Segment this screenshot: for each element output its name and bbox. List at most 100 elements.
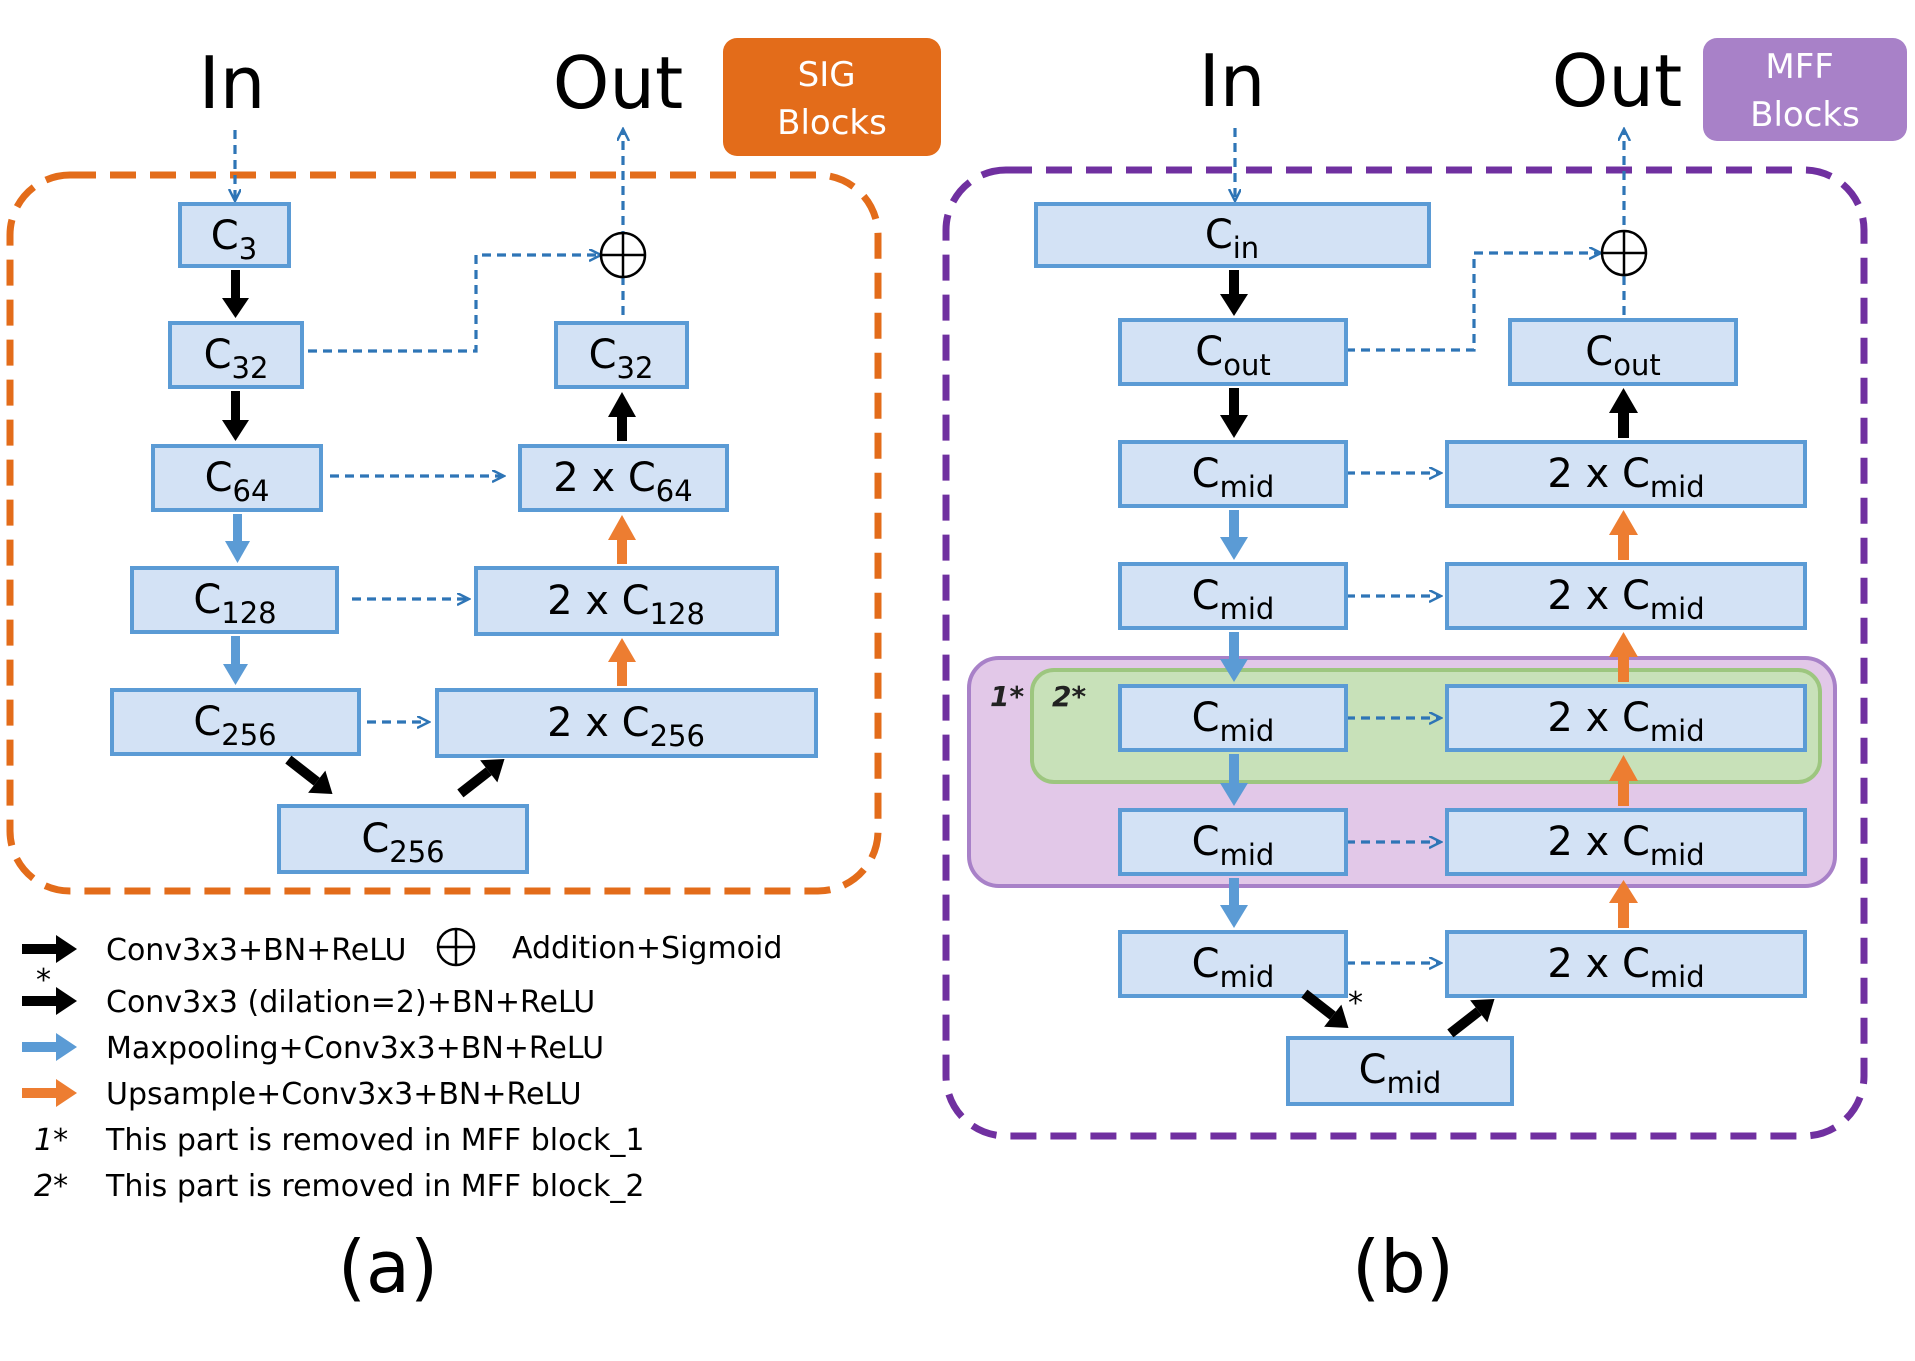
svg-text:MFF Blocks: MFF Blocks — [1750, 47, 1860, 135]
panel-b-in-label: In — [1199, 39, 1266, 123]
node-cout-left — [1118, 318, 1348, 386]
panel-b-caption: (b) — [1352, 1225, 1454, 1309]
label-c32-left: C32 — [204, 332, 269, 385]
arrow-r1-cout — [1609, 388, 1638, 438]
sig-blocks-tag — [723, 38, 941, 156]
label-2xcmid-r4: 2 x Cmid — [1547, 819, 1704, 872]
group-2-label: 2* — [1052, 680, 1086, 713]
node-cmid-l5 — [1118, 930, 1348, 998]
node-2xc256 — [435, 688, 818, 758]
arrow-c128-c256 — [223, 636, 248, 685]
label-cmid-l1: Cmid — [1192, 451, 1275, 504]
arrow-cmid-l4-l5 — [1220, 878, 1248, 928]
arrow-cmid-l2-l3 — [1220, 632, 1248, 682]
label-cmid-l4: Cmid — [1192, 819, 1275, 872]
node-cin — [1034, 202, 1431, 268]
node-c32-left — [168, 321, 304, 389]
label-2xcmid-r5: 2 x Cmid — [1547, 941, 1704, 994]
label-cin: Cin — [1205, 212, 1259, 265]
group-1-label: 1* — [990, 680, 1024, 713]
arrow-dilation-down — [1301, 989, 1349, 1029]
mff-blocks-tag — [1703, 38, 1907, 141]
arrow-c32-c64 — [222, 391, 249, 441]
arrow-2xc64-c32 — [608, 392, 636, 441]
sig-tag-line1: SIG — [798, 55, 856, 95]
arrow-bottom-up — [1447, 998, 1495, 1038]
node-2xcmid-r3 — [1445, 684, 1807, 752]
panel-b-out-label: Out — [1552, 39, 1683, 123]
legend-upsample-arrow — [22, 1079, 77, 1107]
arrow-c256-up — [457, 758, 505, 798]
label-cout-right: Cout — [1585, 329, 1660, 382]
label-c64: C64 — [205, 455, 270, 508]
node-2xcmid-r4 — [1445, 808, 1807, 876]
label-c3: C3 — [211, 213, 257, 266]
node-2xcmid-r5 — [1445, 930, 1807, 998]
legend: Conv3x3+BN+ReLU Addition+Sigmoid * Conv3… — [22, 927, 782, 1204]
sig-tag-line2: Blocks — [777, 103, 887, 143]
legend-addition-label: Addition+Sigmoid — [512, 931, 782, 966]
legend-note2-label: This part is removed in MFF block_2 — [105, 1169, 644, 1204]
dilation-star-mark: * — [1348, 986, 1363, 1021]
panel-b: 1* 2* In Out MFF Blocks — [942, 38, 1907, 1309]
label-cmid-l3: Cmid — [1192, 695, 1275, 748]
legend-note2-mark: 2* — [34, 1169, 68, 1204]
arrow-2xc256-2xc128 — [608, 638, 636, 686]
node-c256-left — [110, 688, 361, 756]
node-c32-right — [554, 321, 689, 389]
legend-upsample-label: Upsample+Conv3x3+BN+ReLU — [106, 1077, 582, 1112]
arrow-r4-r3 — [1609, 755, 1638, 806]
label-cmid-bottom: Cmid — [1359, 1047, 1442, 1100]
skip-c32-to-add — [308, 255, 600, 353]
panel-a-in-label: In — [199, 41, 266, 125]
label-c32-right: C32 — [589, 332, 654, 385]
label-c256-bottom: C256 — [361, 816, 444, 869]
arrow-cmid-l1-l2 — [1220, 510, 1248, 560]
sig-block-container — [6, 171, 882, 895]
arrow-c64-c128 — [225, 514, 250, 563]
node-cout-right — [1508, 318, 1738, 386]
mff-tag-line2: Blocks — [1750, 95, 1860, 135]
panel-a-out-label: Out — [553, 41, 684, 125]
panel-a-caption: (a) — [338, 1225, 438, 1309]
node-c64 — [151, 444, 323, 512]
node-2xcmid-r1 — [1445, 440, 1807, 508]
label-2xcmid-r2: 2 x Cmid — [1547, 573, 1704, 626]
label-c128: C128 — [193, 577, 276, 630]
legend-maxpool-arrow — [22, 1033, 77, 1061]
arrow-c256-down — [285, 755, 333, 795]
node-2xcmid-r2 — [1445, 562, 1807, 630]
node-cmid-l1 — [1118, 440, 1348, 508]
label-cout-left: Cout — [1195, 329, 1270, 382]
label-c256-left: C256 — [193, 699, 276, 752]
node-cmid-bottom — [1286, 1036, 1514, 1106]
legend-maxpool-label: Maxpooling+Conv3x3+BN+ReLU — [106, 1031, 604, 1066]
arrow-cout-cmid — [1220, 388, 1248, 438]
addition-sigmoid-icon — [599, 231, 647, 279]
mff-tag-line1: MFF — [1765, 47, 1833, 87]
arrow-2xc128-2xc64 — [608, 515, 636, 564]
addition-sigmoid-icon-b — [1600, 229, 1648, 277]
node-c128 — [130, 566, 339, 634]
legend-dilation-star: * — [36, 963, 51, 998]
node-cmid-l2 — [1118, 562, 1348, 630]
label-2xcmid-r1: 2 x Cmid — [1547, 451, 1704, 504]
legend-note1-mark: 1* — [34, 1123, 68, 1158]
arrow-cmid-l3-l4 — [1220, 754, 1248, 806]
skip-cout-to-add — [1346, 253, 1600, 352]
legend-dilation-label: Conv3x3 (dilation=2)+BN+ReLU — [106, 985, 595, 1020]
node-c256-bottom — [277, 804, 529, 874]
arrow-r5-r4 — [1609, 880, 1638, 928]
svg-text:SIG Blocks: SIG Blocks — [777, 55, 887, 143]
arrow-r2-r1 — [1609, 510, 1638, 560]
legend-addition-icon — [436, 927, 476, 967]
panel-a: In Out SIG Blocks C3 — [6, 38, 941, 1309]
legend-conv-label: Conv3x3+BN+ReLU — [106, 933, 406, 968]
legend-note1-label: This part is removed in MFF block_1 — [105, 1123, 644, 1158]
label-2xc64: 2 x C64 — [553, 455, 692, 508]
node-cmid-l4 — [1118, 808, 1348, 876]
label-2xc256: 2 x C256 — [547, 700, 705, 753]
label-cmid-l2: Cmid — [1192, 573, 1275, 626]
legend-dilation-arrow — [22, 987, 77, 1015]
